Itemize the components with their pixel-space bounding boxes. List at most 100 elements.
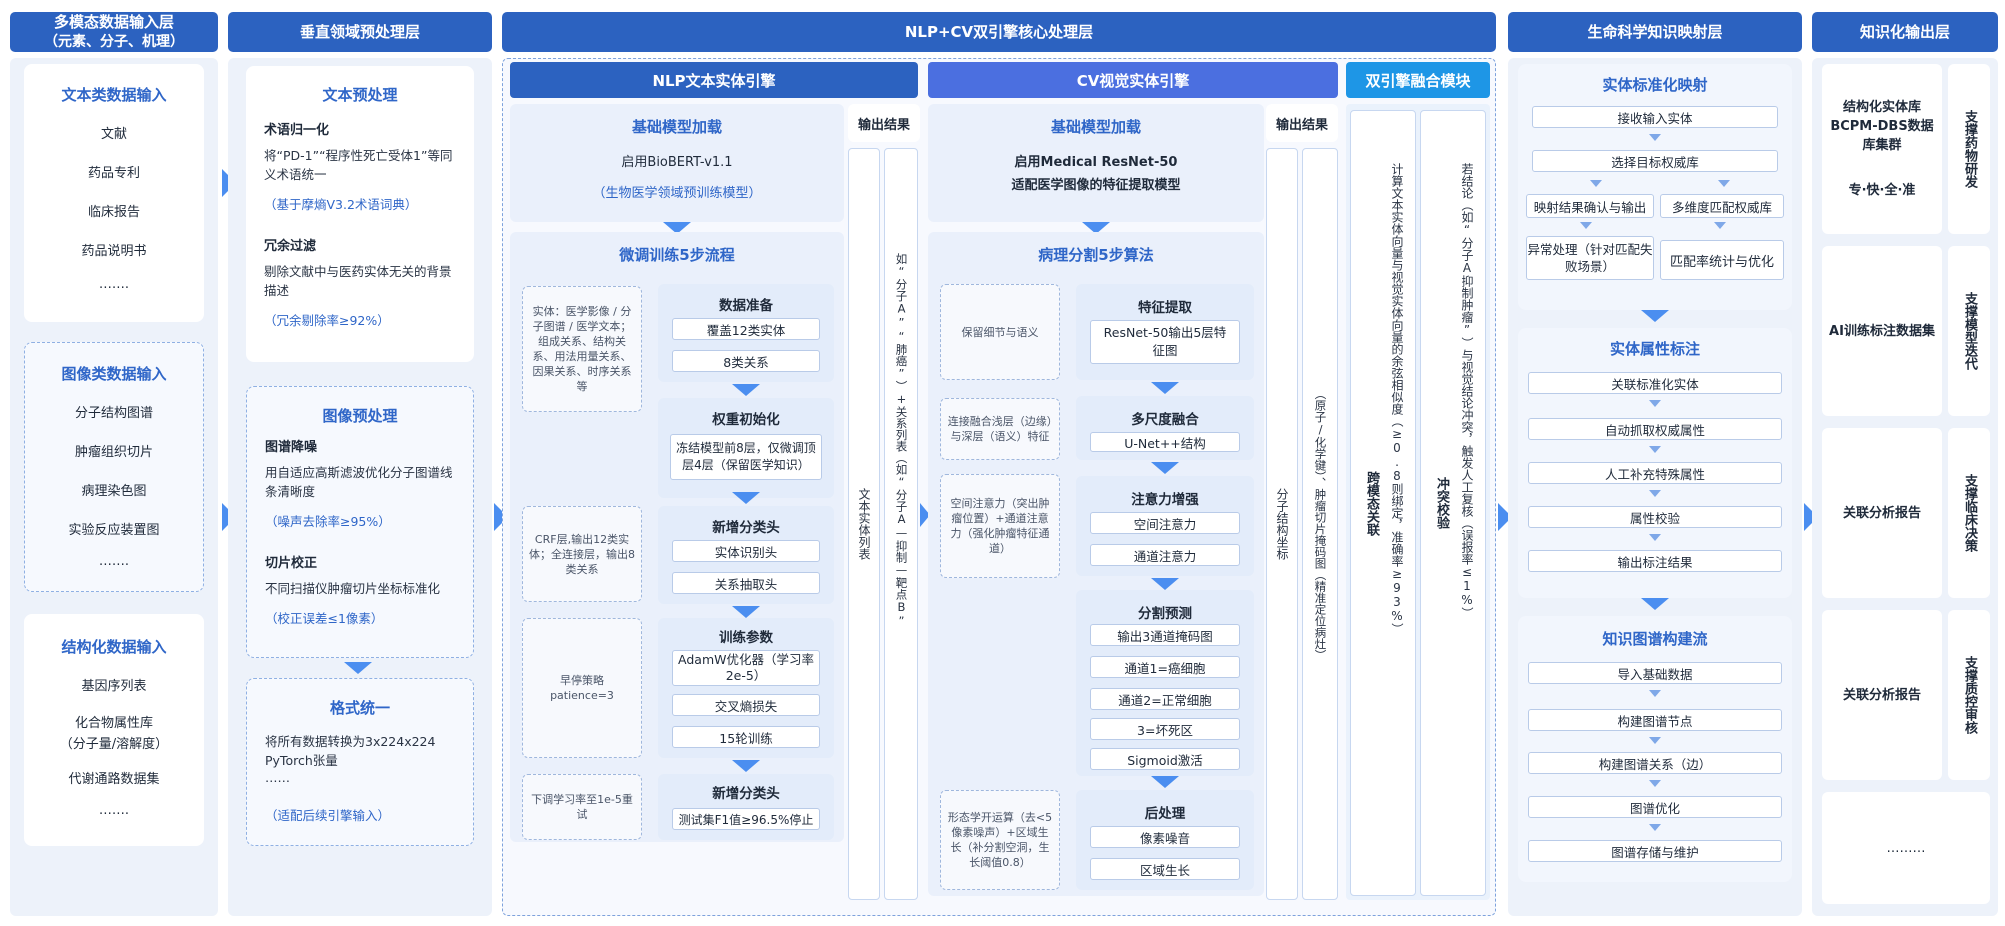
cv-step-pill: 空间注意力 <box>1090 512 1240 534</box>
small-arrow-down-icon <box>1580 222 1592 229</box>
image-preprocess-title: 图像预处理 <box>322 407 398 425</box>
flow-arrow-down-icon <box>732 492 760 504</box>
nlp-note: 早停策略patience=3 <box>522 618 642 758</box>
nlp-step-pill: 实体识别头 <box>672 540 820 562</box>
nlp-note: 下调学习率至1e-5重试 <box>522 774 642 840</box>
cv-output-text1: 分子结构坐标 <box>1275 488 1289 560</box>
image-input-item: ……. <box>98 554 130 569</box>
fusion-conflict-check: 冲突校验 若结论（如“分子A抑制肿瘤”）与视觉结论冲突，触发人工复核（误报率≤1… <box>1420 110 1486 896</box>
flow-arrow-down-icon <box>1151 462 1179 474</box>
cv-step-title: 注意力增强 <box>1131 492 1199 508</box>
denoise-note: （噪声去除率≥95%） <box>265 514 391 529</box>
cv-note: 保留细节与语义 <box>940 284 1060 380</box>
nlp-step-pill: 测试集F1值≥96.5%停止 <box>672 808 820 830</box>
cv-output-col2: （原子/化学键）、肿瘤切片掩码图（精准定位病灶） <box>1302 148 1338 900</box>
cv-output-text2: （原子/化学键）、肿瘤切片掩码图（精准定位病灶） <box>1313 387 1328 661</box>
std-step: 选择目标权威库 <box>1532 150 1778 172</box>
output-side-model: 支撑模型迭代 <box>1948 246 1990 416</box>
nlp-note: 实体：医学影像 / 分子图谱 / 医学文本；组成关系、结构关系、用法用量关系、因… <box>522 286 642 412</box>
nlp-output-text1: 文本实体列表 <box>857 488 871 560</box>
cv-load-title: 基础模型加载 <box>1050 118 1141 136</box>
nlp-step-title: 新增分类头 <box>712 786 780 802</box>
cv-output-title: 输出结果 <box>1275 117 1328 133</box>
output-more-text: ……… <box>1886 840 1926 856</box>
output-ai-dataset-title: AI训练标注数据集 <box>1829 323 1935 339</box>
format-unify-note: （适配后续引擎输入） <box>265 808 391 823</box>
nlp-step-data-prep: 数据准备 覆盖12类实体 8类关系 <box>658 284 834 382</box>
nlp-step-pill: AdamW优化器（学习率2e-5） <box>672 650 820 686</box>
std-step: 异常处理（针对匹配失败场景） <box>1526 236 1654 280</box>
col1-header-line1: 多模态数据输入层 <box>53 13 174 31</box>
nlp-load-section: 基础模型加载 启用BioBERT-v1.1 （生物医学领域预训练模型） <box>510 104 844 222</box>
image-input-item: 肿瘤组织切片 <box>74 445 153 460</box>
flow-arrow-down-icon <box>663 222 691 234</box>
term-normalize-desc: 将“PD-1”“程序性死亡受体1”等同义术语统一 <box>264 148 453 182</box>
nlp-output-col1: 文本实体列表 <box>848 148 880 900</box>
kg-step: 构建图谱节点 <box>1528 709 1782 731</box>
attr-step: 属性校验 <box>1528 506 1782 528</box>
col4-header: 生命科学知识映射层 <box>1508 12 1802 52</box>
fusion-cross-modal: 跨模态关联 计算文本实体向量与视觉实体向量的余弦相似度（≥0.8则绑定，准确率≥… <box>1350 110 1416 896</box>
image-input-item: 分子结构图谱 <box>74 406 153 421</box>
cv-step-title: 多尺度融合 <box>1131 412 1199 428</box>
col5-header: 知识化输出层 <box>1812 12 1998 52</box>
attr-step: 人工补充特殊属性 <box>1528 462 1782 484</box>
flow-arrow-down-icon <box>1151 382 1179 394</box>
fusion-conflict-desc: 若结论（如“分子A抑制肿瘤”）与视觉结论冲突，触发人工复核（误报率≤1%） <box>1460 163 1474 619</box>
struct-input-item: （分子量/溶解度） <box>59 737 169 752</box>
nlp-engine-header: NLP文本实体引擎 <box>510 62 918 98</box>
struct-input-item: 基因序列表 <box>81 679 147 694</box>
flow-arrow-down-icon <box>1641 310 1669 322</box>
output-entity-db-tag: 专·快·全·准 <box>1848 183 1916 198</box>
nlp-step-weight-init: 权重初始化 冻结模型前8层，仅微调顶层4层（保留医学知识） <box>658 398 834 498</box>
attr-label-title: 实体属性标注 <box>1609 340 1700 358</box>
nlp-step-train-params: 训练参数 AdamW优化器（学习率2e-5） 交叉熵损失 15轮训练 <box>658 618 834 758</box>
small-arrow-down-icon <box>1649 690 1661 697</box>
nlp-step-pill: 关系抽取头 <box>672 572 820 594</box>
cv-engine-header-text: CV视觉实体引擎 <box>1076 71 1190 90</box>
flow-arrow-down-icon <box>1082 222 1110 234</box>
nlp-finetune-title: 微调训练5步流程 <box>619 246 735 264</box>
cv-output-title-box: 输出结果 <box>1266 104 1338 142</box>
image-input-card: 图像类数据输入 分子结构图谱 肿瘤组织切片 病理染色图 实验反应装置图 ……. <box>24 342 204 592</box>
small-arrow-down-icon <box>1649 824 1661 831</box>
image-input-title: 图像类数据输入 <box>61 365 167 383</box>
small-arrow-down-icon <box>1718 180 1730 187</box>
output-ai-dataset: AI训练标注数据集 <box>1822 246 1942 416</box>
std-step: 映射结果确认与输出 <box>1526 194 1654 218</box>
format-unify-desc: 将所有数据转换为3x224x224 PyTorch张量 <box>265 734 436 768</box>
nlp-step-pill: 覆盖12类实体 <box>672 318 820 340</box>
kg-step: 构建图谱关系（边） <box>1528 752 1782 774</box>
redundancy-filter-note: （冗余剔除率≥92%） <box>264 313 390 328</box>
text-input-title: 文本类数据输入 <box>61 86 167 104</box>
nlp-load-model: 启用BioBERT-v1.1 <box>621 155 733 170</box>
slice-correction-note: （校正误差≤1像素） <box>265 611 384 626</box>
col1-header-line2: （元素、分子、机理） <box>44 34 184 50</box>
cv-step-attention: 注意力增强 空间注意力 通道注意力 <box>1076 476 1254 576</box>
attr-step: 输出标注结果 <box>1528 550 1782 572</box>
cv-step-title: 后处理 <box>1144 806 1186 822</box>
cv-algorithm-title: 病理分割5步算法 <box>1038 246 1154 264</box>
flow-arrow-down-icon <box>1151 776 1179 788</box>
output-report-qc: 关联分析报告 <box>1822 610 1942 780</box>
slice-correction-heading: 切片校正 <box>265 556 318 571</box>
nlp-note: CRF层,输出12类实体；全连接层，输出8类关系 <box>522 506 642 602</box>
core-header: NLP+CV双引擎核心处理层 <box>502 12 1496 52</box>
attr-step: 关联标准化实体 <box>1528 372 1782 394</box>
cv-note: 空间注意力（突出肿瘤位置）+通道注意力（强化肿瘤特征通道） <box>940 474 1060 578</box>
cv-step-pill: 输出3通道掩码图 <box>1090 624 1240 646</box>
cv-step-pill: 3=坏死区 <box>1090 718 1240 740</box>
text-input-card: 文本类数据输入 文献 药品专利 临床报告 药品说明书 ……. <box>24 64 204 322</box>
small-arrow-down-icon <box>1649 490 1661 497</box>
image-input-item: 实验反应装置图 <box>68 523 160 538</box>
fusion-cross-modal-title: 跨模态关联 <box>1364 470 1379 536</box>
output-entity-db-title: 结构化实体库BCPM-DBS数据库集群 <box>1830 100 1934 153</box>
nlp-output-text2: 如“分子A”“肺癌”）+关系列表（如“分子A—抑制—靶点B” <box>894 253 909 628</box>
small-arrow-down-icon <box>1649 534 1661 541</box>
redundancy-filter-heading: 冗余过滤 <box>264 239 317 254</box>
image-input-item: 病理染色图 <box>81 484 147 499</box>
text-input-item: 文献 <box>100 127 127 142</box>
flow-arrow-down-icon <box>344 662 372 674</box>
small-arrow-down-icon <box>1649 446 1661 453</box>
cv-load-desc: 适配医学图像的特征提取模型 <box>1011 178 1181 193</box>
